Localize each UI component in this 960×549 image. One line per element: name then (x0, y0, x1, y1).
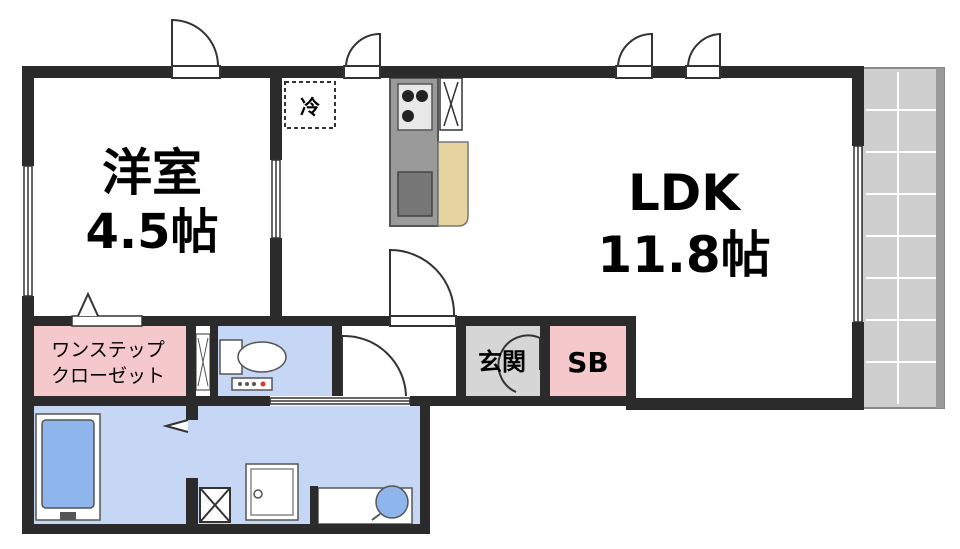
western-room-size: 4.5帖 (85, 204, 218, 260)
washer-space (245, 463, 299, 521)
shoebox-area (550, 326, 626, 396)
kitchen-counter (389, 77, 469, 227)
shoebox-label: SB (567, 346, 609, 379)
ldk-name: LDK (628, 164, 742, 222)
toilet (219, 339, 287, 391)
windows (23, 145, 863, 405)
fridge-space: 冷 (284, 81, 336, 129)
bathtub (35, 413, 101, 521)
utility-box (199, 487, 231, 523)
entrance-label: 玄関 (478, 348, 526, 376)
western-room-name: 洋室 (102, 144, 202, 202)
closet-label-line1: ワンステップ (51, 339, 165, 361)
closet-area (30, 326, 190, 396)
ldk-size: 11.8帖 (597, 226, 770, 284)
balcony (861, 67, 945, 409)
closet-label-line2: クローゼット (51, 365, 165, 387)
walls (22, 66, 864, 534)
pipe-space (195, 333, 211, 391)
fridge-label: 冷 (300, 95, 320, 119)
doors (77, 18, 721, 433)
washbasin (317, 485, 413, 525)
